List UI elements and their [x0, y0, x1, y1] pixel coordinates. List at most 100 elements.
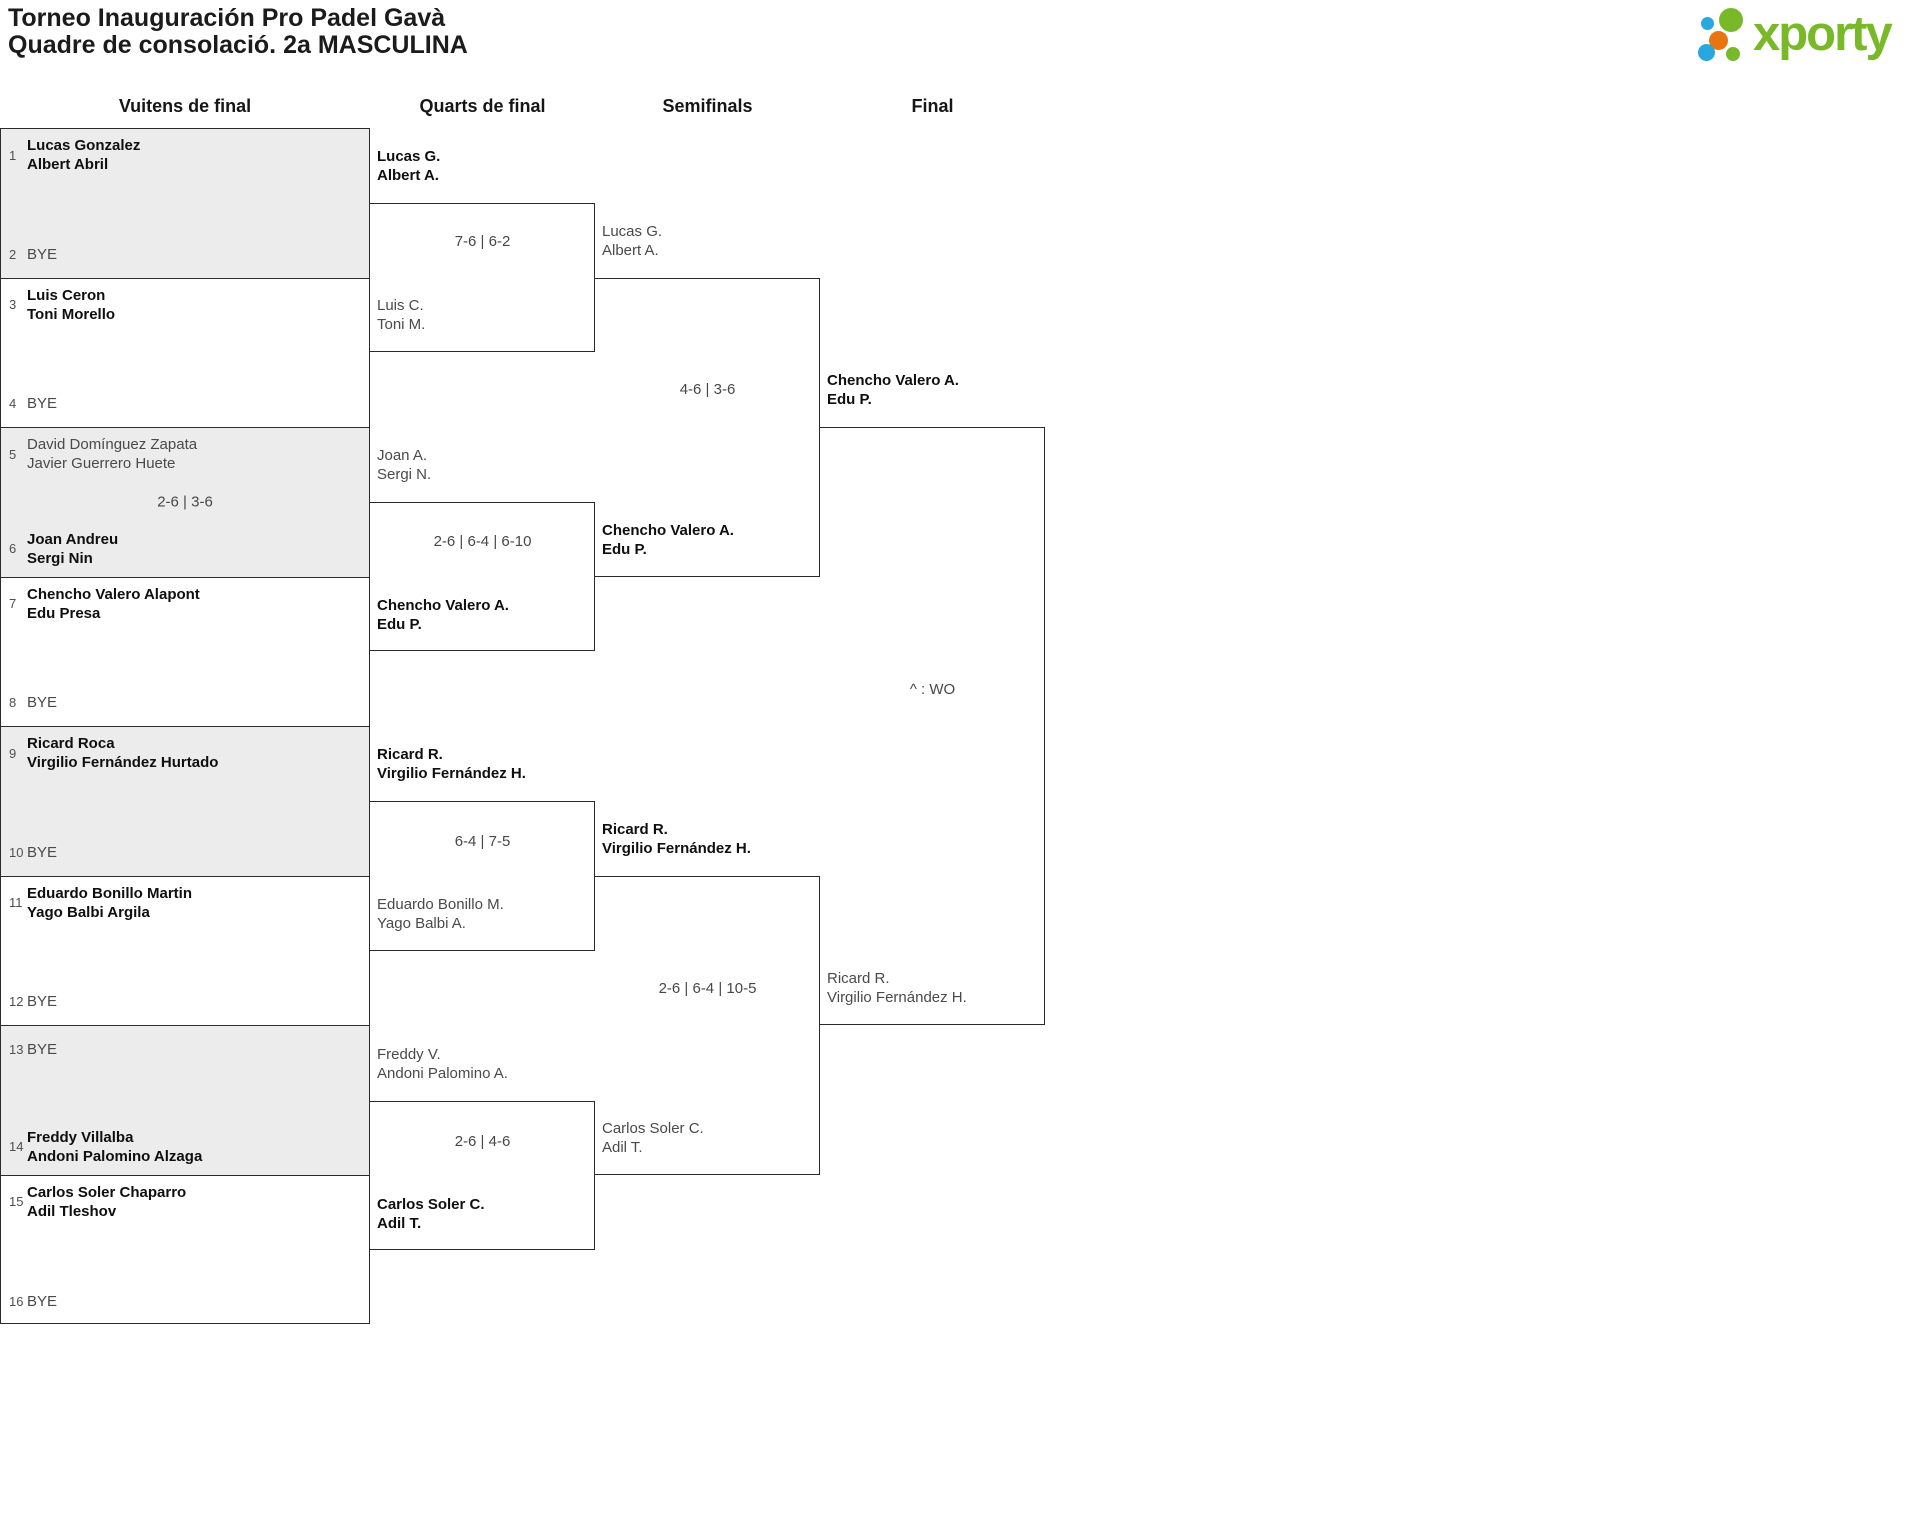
bye-label: BYE [27, 993, 58, 1010]
round-header-final: Final [911, 96, 954, 116]
player-name: Albert A. [602, 241, 659, 259]
qf2-bottom-team: Chencho Valero A. Edu P. [377, 596, 593, 634]
qf4-bottom-team: Carlos Soler C. Adil T. [377, 1195, 593, 1233]
round-header-qf: Quarts de final [419, 96, 546, 116]
sf2-bottom-team: Carlos Soler C. Adil T. [602, 1119, 818, 1157]
r16-slot-16: 16 BYE [9, 1292, 365, 1311]
player-name: Edu P. [377, 615, 422, 633]
r16-slot-13: 13 BYE [9, 1040, 365, 1059]
qf2-connector [370, 501, 595, 652]
logo-dot-blue-small [1701, 17, 1714, 30]
logo-dot-blue-large [1698, 44, 1715, 61]
player-name: Carlos Soler C. [377, 1195, 485, 1213]
final-connector [820, 427, 1045, 1025]
player-name: Edu P. [827, 391, 872, 408]
player-name: Yago Balbi A. [377, 914, 466, 932]
player-name: Javier Guerrero Huete [27, 455, 176, 472]
player-name: Freddy V. [377, 1046, 441, 1063]
player-name: Sergi N. [377, 466, 432, 483]
qf2-top-team: Joan A. Sergi N. [377, 446, 593, 484]
slot-number: 13 [9, 1042, 24, 1057]
player-name: Yago Balbi Argila [27, 903, 150, 921]
player-name: Edu Presa [27, 604, 101, 622]
player-name: Carlos Soler Chaparro [27, 1183, 187, 1201]
player-name: Andoni Palomino Alzaga [27, 1147, 203, 1165]
player-name: Freddy Villalba [27, 1128, 134, 1146]
player-name: Chencho Valero Alapont [27, 585, 200, 603]
player-name: Eduardo Bonillo Martin [27, 884, 192, 902]
player-name: Albert Abril [27, 156, 109, 173]
draw-name: Quadre de consolació. 2a MASCULINA [8, 31, 468, 59]
player-name: Ricard R. [602, 820, 668, 838]
player-name: Ricard R. [827, 970, 890, 987]
qf1-score: 7-6 | 6-2 [454, 233, 511, 250]
bye-label: BYE [27, 694, 58, 711]
player-name: Chencho Valero A. [602, 521, 734, 539]
player-name: Edu P. [602, 540, 647, 558]
bye-label: BYE [27, 245, 58, 263]
player-name: Chencho Valero A. [377, 596, 509, 614]
r16-slot-4: 4 BYE [9, 394, 365, 413]
sf1-score: 4-6 | 3-6 [679, 381, 736, 398]
page-title: Torneo Inauguración Pro Padel Gavà Quadr… [8, 5, 468, 59]
bye-label: BYE [27, 1293, 58, 1310]
qf1-connector [370, 202, 595, 352]
player-name: Andoni Palomino A. [377, 1065, 508, 1082]
player-name: Toni M. [377, 316, 426, 333]
r16-match3-score: 2-6 | 3-6 [157, 493, 213, 511]
slot-number: 14 [9, 1139, 24, 1154]
sf2-connector [595, 875, 820, 1175]
player-name: Albert A. [377, 166, 439, 184]
sf1-top-team: Lucas G. Albert A. [602, 222, 818, 260]
slot-number: 5 [9, 446, 17, 462]
r16-slot-2: 2 BYE [9, 245, 365, 264]
logo-dot-green-large [1719, 8, 1743, 32]
player-name: Adil Tleshov [27, 1202, 117, 1220]
final-score: ^ : WO [909, 681, 956, 698]
player-name: Virgilio Fernández H. [602, 839, 751, 857]
slot-number: 15 [9, 1194, 24, 1209]
qf1-bottom-team: Luis C. Toni M. [377, 296, 593, 334]
slot-number: 2 [9, 246, 17, 262]
qf2-score: 2-6 | 6-4 | 6-10 [433, 533, 532, 550]
player-name: Joan Andreu [27, 530, 119, 548]
qf4-top-team: Freddy V. Andoni Palomino A. [377, 1045, 593, 1083]
player-name: Joan A. [377, 447, 428, 464]
tournament-name: Torneo Inauguración Pro Padel Gavà [8, 4, 446, 32]
round-header-r16: Vuitens de final [118, 96, 252, 116]
player-name: Carlos Soler C. [602, 1119, 704, 1137]
bye-label: BYE [27, 395, 58, 412]
qf3-bottom-team: Eduardo Bonillo M. Yago Balbi A. [377, 895, 593, 933]
slot-number: 12 [9, 994, 24, 1009]
logo-text: xporty [1753, 7, 1893, 61]
sf1-connector [595, 277, 820, 577]
slot-number: 10 [9, 844, 24, 860]
r16-slot-12: 12 BYE [9, 992, 365, 1011]
player-name: Lucas G. [602, 222, 663, 240]
player-name: Adil T. [377, 1214, 422, 1232]
player-name: David Domínguez Zapata [27, 436, 198, 453]
player-name: Luis C. [377, 297, 424, 314]
sf2-top-team: Ricard R. Virgilio Fernández H. [602, 820, 818, 858]
qf3-score: 6-4 | 7-5 [454, 833, 511, 850]
logo-dot-green-small [1726, 47, 1740, 61]
qf1-top-team: Lucas G. Albert A. [377, 147, 593, 185]
player-name: Eduardo Bonillo M. [377, 895, 504, 913]
slot-number: 7 [9, 596, 17, 611]
